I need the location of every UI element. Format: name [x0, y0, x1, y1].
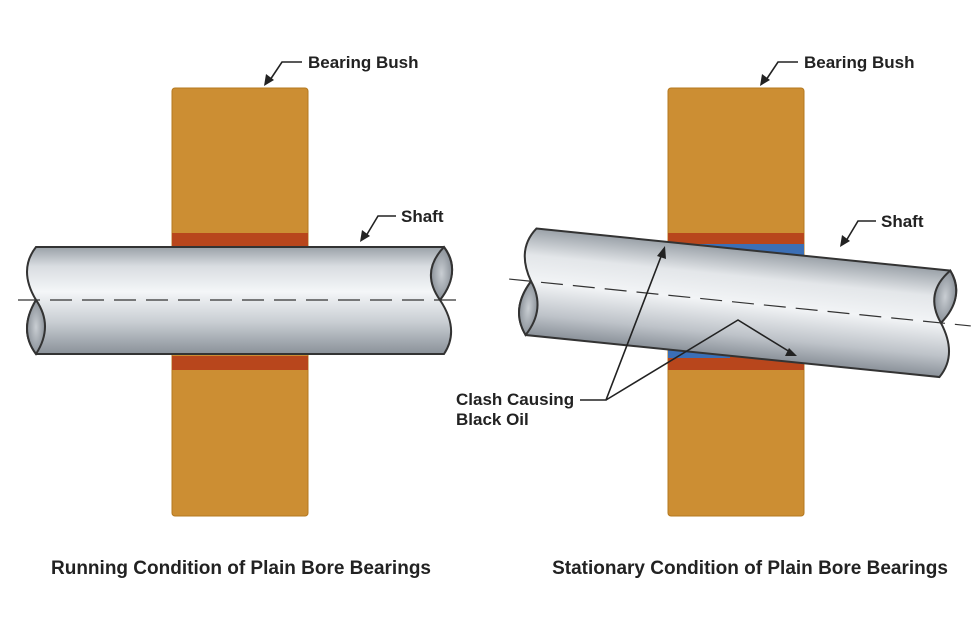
stationary-condition-panel: Bearing Bush Shaft Clash Causing Black O…: [456, 53, 971, 579]
clash-label-line1: Clash Causing: [456, 390, 574, 409]
running-caption: Running Condition of Plain Bore Bearings: [51, 558, 431, 579]
shaft-leader-stationary: [845, 220, 876, 242]
bearing-bush-leader-running: [269, 61, 302, 81]
bearing-bush-leader-stationary: [765, 61, 798, 81]
shaft-label-stationary: Shaft: [881, 212, 924, 231]
oil-film-top-stationary: [668, 233, 804, 247]
shaft-leader-running: [365, 215, 396, 237]
clash-leader-lower: [605, 319, 791, 401]
running-condition-panel: Bearing Bush Shaft Running Condition of …: [18, 53, 466, 579]
stationary-caption: Stationary Condition of Plain Bore Beari…: [552, 558, 948, 579]
bearing-bush-label-running: Bearing Bush: [308, 53, 419, 72]
bearing-bush-label-stationary: Bearing Bush: [804, 53, 915, 72]
oil-film-top-running: [172, 233, 308, 247]
oil-film-bottom-running: [172, 356, 308, 370]
centerline-stationary: [509, 278, 971, 327]
shaft-label-running: Shaft: [401, 207, 444, 226]
clash-label-line2: Black Oil: [456, 410, 529, 429]
